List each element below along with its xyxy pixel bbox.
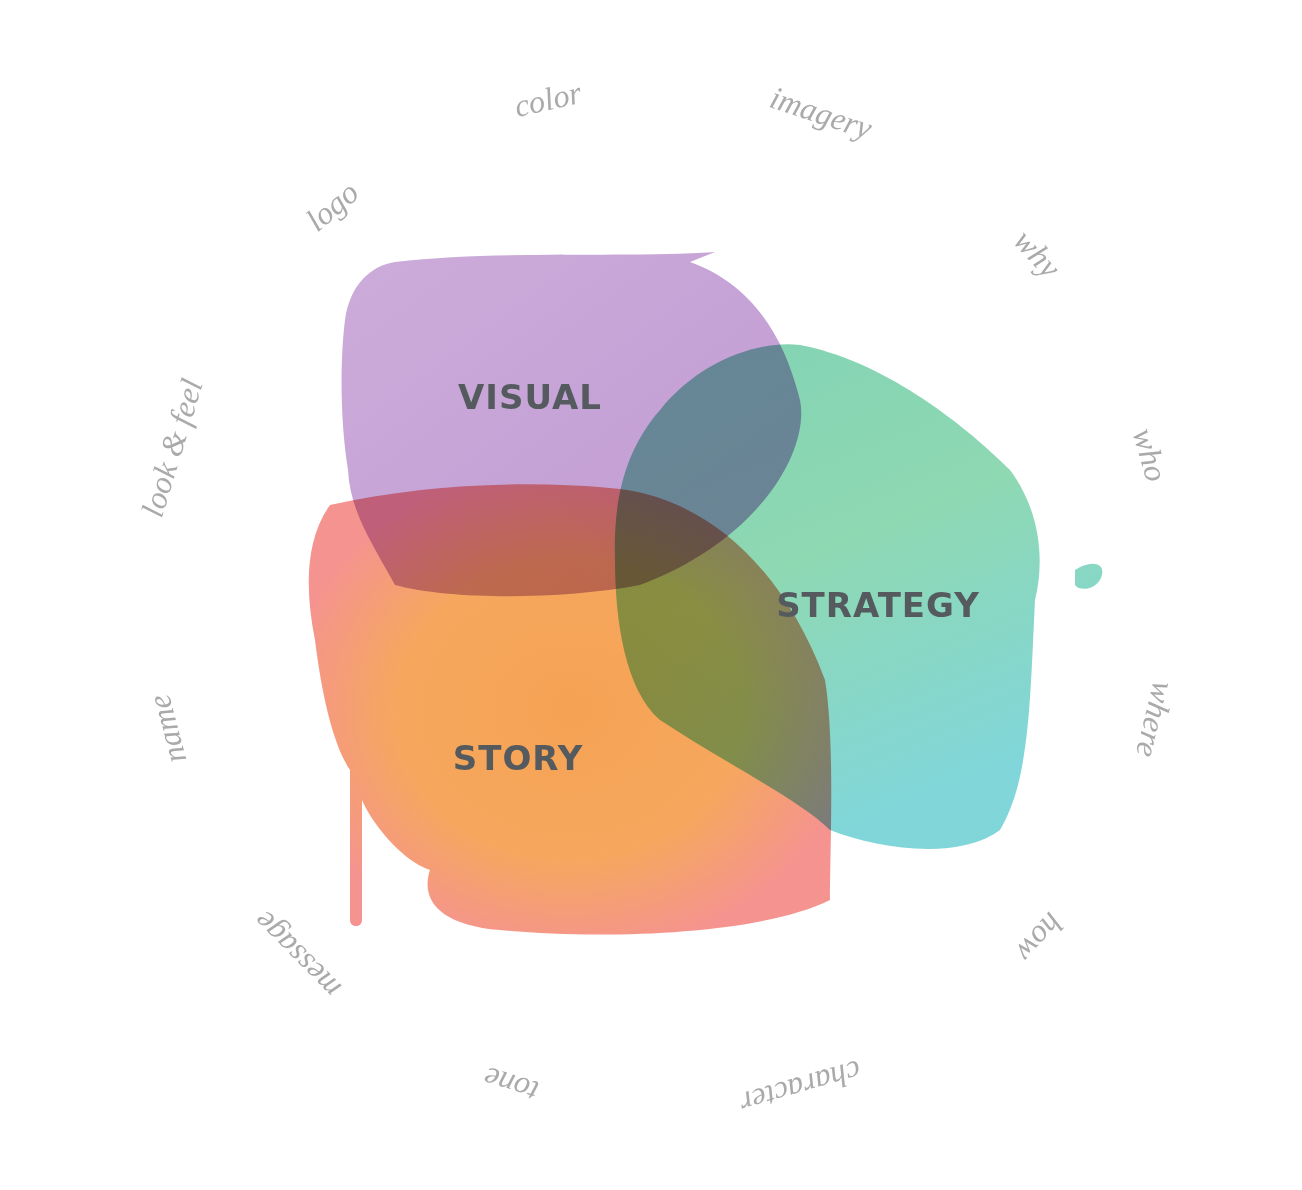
ring-word: tone bbox=[479, 1059, 543, 1110]
blob-title: STORY bbox=[453, 738, 584, 778]
ring-word: where bbox=[1128, 678, 1182, 762]
ring-word: name bbox=[141, 691, 195, 768]
ring-word: how bbox=[1008, 905, 1071, 969]
blob-title: STRATEGY bbox=[776, 585, 980, 625]
paint-stroke bbox=[309, 484, 831, 934]
blob-title: VISUAL bbox=[458, 377, 602, 417]
ring-word: look & feel bbox=[134, 375, 211, 522]
ring-word: why bbox=[1006, 222, 1068, 285]
ring-word: message bbox=[246, 904, 348, 1007]
ring-word: character bbox=[736, 1052, 866, 1122]
ring-word: imagery bbox=[765, 79, 876, 147]
story-blob: STORY bbox=[300, 475, 835, 945]
ring-word: color bbox=[511, 74, 585, 125]
ring-word: who bbox=[1125, 424, 1175, 486]
paint-shape bbox=[300, 475, 835, 945]
ring-word: logo bbox=[298, 174, 365, 239]
